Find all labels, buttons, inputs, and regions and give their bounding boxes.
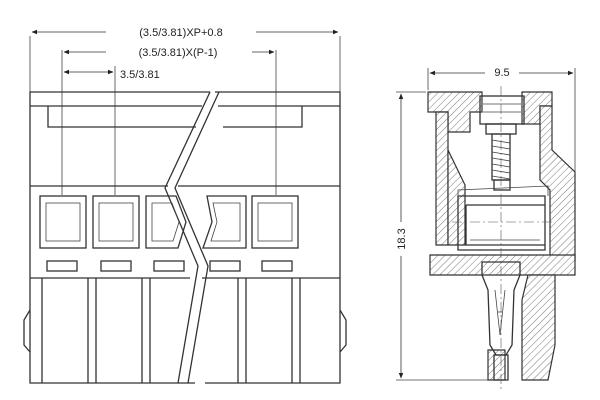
- dimension-overall-width-label: (3.5/3.81)XP+0.8: [139, 27, 222, 39]
- side-clamp: [457, 185, 549, 251]
- side-contact-pin: [481, 261, 521, 381]
- dimension-overall-width: (3.5/3.81)XP+0.8: [29, 25, 341, 95]
- front-body: [29, 91, 341, 384]
- terminal-window: [202, 195, 247, 272]
- dimension-side-height-label: 18.3: [396, 228, 408, 249]
- side-housing-section: [427, 91, 576, 381]
- dimension-side-width-label: 9.5: [494, 67, 509, 79]
- dimension-side-width: 9.5: [427, 65, 576, 185]
- terminal-window: [92, 195, 140, 272]
- dimension-side-height: 18.3: [393, 91, 488, 381]
- dimension-pin-span: (3.5/3.81)X(P-1): [61, 45, 277, 195]
- dimension-pitch: 3.5/3.81: [63, 66, 160, 195]
- front-pin-channels: [23, 278, 347, 383]
- terminal-window: [145, 195, 187, 272]
- dimension-pitch-label: 3.5/3.81: [120, 69, 160, 81]
- front-view: (3.5/3.81)XP+0.8 (3.5/3.81)X(P-1) 3.5/3.…: [23, 25, 347, 384]
- terminal-window: [39, 195, 87, 272]
- side-view: 9.5 18.3: [393, 65, 576, 392]
- front-terminals: [39, 195, 299, 272]
- dimension-pin-span-label: (3.5/3.81)X(P-1): [139, 47, 218, 59]
- side-screw: [479, 95, 525, 191]
- terminal-window: [251, 195, 299, 272]
